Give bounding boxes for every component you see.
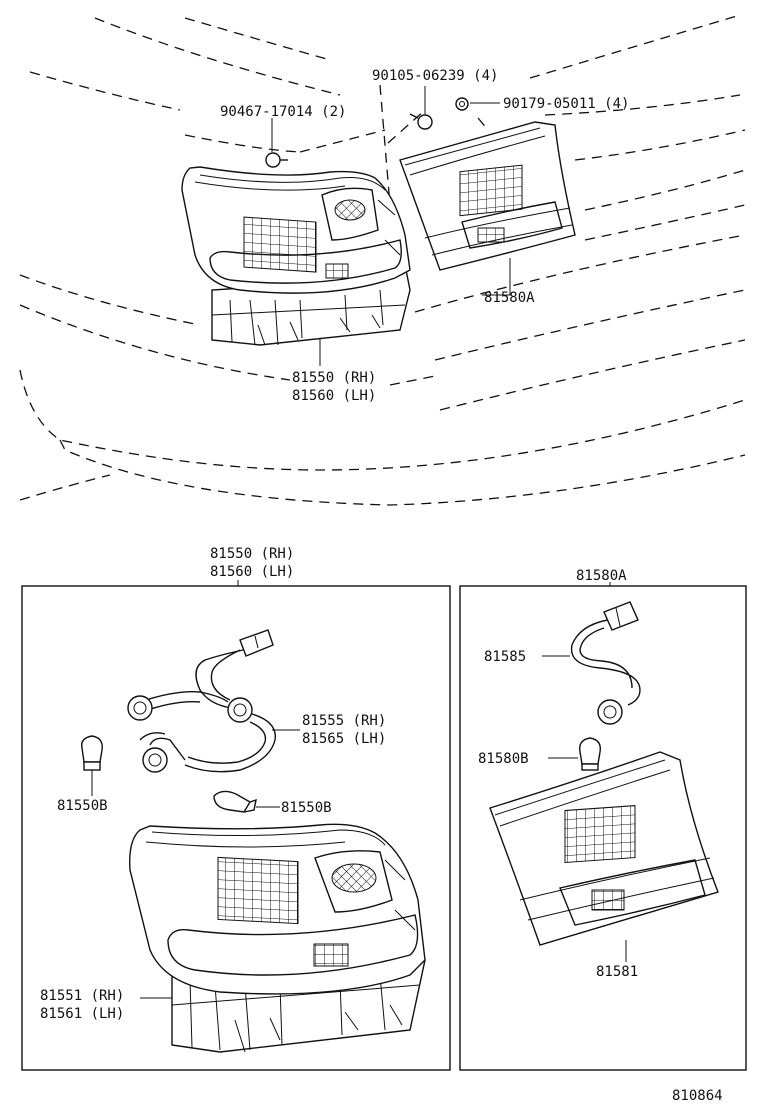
bolt-90105-icon (409, 113, 433, 130)
label-garnish-bulb: 81580B (478, 751, 529, 767)
box1-title-lh: 81560 (LH) (210, 564, 294, 580)
label-socket-lh: 81565 (LH) (302, 731, 386, 747)
label-bulb-left: 81550B (57, 798, 108, 814)
box-lamp-assembly (21, 585, 451, 1071)
vehicle-body-outline (19, 14, 746, 506)
diagram-number: 810864 (672, 1088, 723, 1104)
box1-title-rh: 81550 (RH) (210, 546, 294, 562)
garnish-lens-81581 (489, 751, 719, 946)
label-bolt: 90105-06239 (4) (372, 68, 498, 84)
label-lens-rh: 81551 (RH) (40, 988, 124, 1004)
leader-lines-box2 (542, 655, 627, 962)
label-garnish-lens: 81581 (596, 964, 638, 980)
bulb-81550b-left-icon (81, 735, 103, 771)
leader-lines-top (271, 86, 511, 366)
garnish-81580a-top (399, 121, 576, 271)
box2-title: 81580A (576, 568, 627, 584)
socket-wire-harness (127, 629, 276, 773)
label-lamp-top-lh: 81560 (LH) (292, 388, 376, 404)
label-cord: 81585 (484, 649, 526, 665)
label-nut: 90179-05011 (4) (503, 96, 629, 112)
cord-81585 (570, 601, 641, 725)
label-socket-rh: 81555 (RH) (302, 713, 386, 729)
label-bulb-right: 81550B (281, 800, 332, 816)
label-lamp-top-rh: 81550 (RH) (292, 370, 376, 386)
nut-90179-icon (455, 97, 469, 111)
lens-body-assembly (129, 823, 426, 1053)
leader-lines-box1 (91, 729, 300, 999)
bulb-81580b-icon (579, 737, 601, 771)
label-garnish-top: 81580A (484, 290, 535, 306)
box-garnish (459, 585, 747, 1071)
label-clip: 90467-17014 (2) (220, 104, 346, 120)
bulb-81550b-right-icon (213, 790, 257, 813)
tail-lamp-assembly-top (181, 166, 411, 346)
clip-90467-icon (265, 152, 288, 168)
label-lens-lh: 81561 (LH) (40, 1006, 124, 1022)
